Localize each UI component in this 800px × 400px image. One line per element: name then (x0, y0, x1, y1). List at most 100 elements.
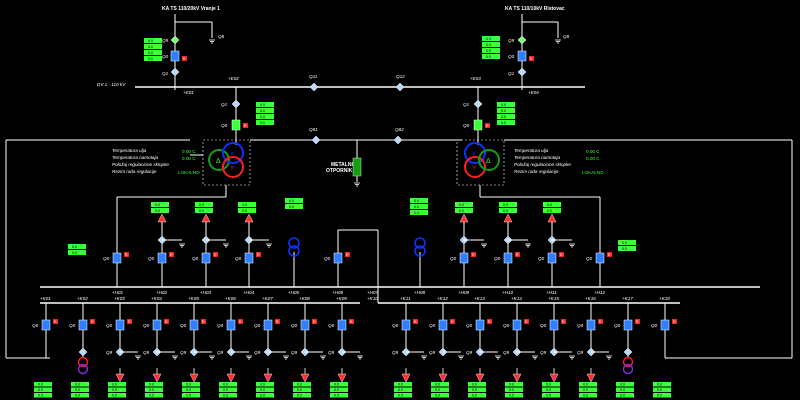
disconnector-q1[interactable] (231, 99, 241, 109)
breaker-icon[interactable] (41, 319, 51, 331)
breaker-icon[interactable] (78, 319, 88, 331)
bay-h08-vt[interactable]: +H08 0.0 0.0 0.0 (410, 198, 428, 295)
switch-label-q0: Q0 (217, 323, 224, 328)
switch-label-q0: Q0 (291, 323, 298, 328)
bay-h12[interactable]: Q0 0.0 0.0 +H12 (586, 240, 636, 295)
svg-text:+H12: +H12 (594, 290, 606, 295)
svg-text:Q0: Q0 (324, 256, 331, 261)
svg-text:+H06: +H06 (332, 290, 344, 295)
breaker-q0-tr-right[interactable] (473, 119, 483, 131)
breaker-icon[interactable] (226, 319, 236, 331)
bay-110kv-left[interactable]: Q8 Q9 Q0 Q1 0.0 0.0 0.0 0.0 (144, 14, 225, 90)
measurement-value: 0.0 (297, 388, 302, 392)
breaker-icon[interactable] (660, 319, 670, 331)
disconnector-q12[interactable] (395, 82, 405, 92)
breaker-icon[interactable] (586, 319, 596, 331)
breaker-icon[interactable] (337, 319, 347, 331)
breaker-icon[interactable] (244, 252, 254, 264)
switch-label-q0: Q0 (392, 323, 399, 328)
disconnector-icon[interactable] (78, 347, 88, 357)
svg-text:0.0: 0.0 (486, 49, 491, 53)
disconnector-q1[interactable] (517, 67, 527, 77)
current-transformer-icon (77, 356, 89, 368)
disconnector-q82[interactable] (393, 135, 403, 145)
breaker-icon[interactable] (189, 319, 199, 331)
bay-h06[interactable]: Q0 +H06 (324, 229, 379, 300)
measurement-value: 0.0 (38, 383, 43, 387)
breaker-icon[interactable] (201, 252, 211, 264)
disconnector-icon[interactable] (623, 347, 633, 357)
svg-text:+H11: +H11 (546, 290, 557, 295)
measurement-value: 0.0 (149, 394, 154, 398)
bay-h09[interactable]: Q0 0.0 0.0 +H09 (450, 202, 488, 295)
transformer-bay-right[interactable]: Q1 Q0 0.0 0.0 0.0 0.0 Y Y Δ (456, 87, 515, 186)
bay-h04[interactable]: Q0 0.0 0.0 0.0 0.0 +H04 (235, 198, 303, 295)
breaker-icon[interactable] (263, 319, 273, 331)
bay-110kv-right[interactable]: Q8 Q9 Q0 Q1 0.0 0.0 0.0 0.0 (482, 14, 570, 90)
earth-icon (265, 243, 273, 248)
relay-flag-icon (182, 56, 187, 61)
svg-text:Y: Y (230, 166, 234, 172)
switch-label-q0: Q0 (508, 54, 515, 59)
bay-h11[interactable]: Q0 0.0 0.0 +H11 (538, 202, 576, 295)
breaker-q0-right[interactable] (517, 50, 527, 62)
breaker-icon[interactable] (112, 252, 122, 264)
breaker-icon[interactable] (459, 252, 469, 264)
disconnector-q1[interactable] (170, 67, 180, 77)
breaker-icon[interactable] (549, 319, 559, 331)
bay-h01[interactable]: Q0 0.0 0.0 +H01 (68, 243, 129, 295)
disconnector-q81[interactable] (311, 135, 321, 145)
measurement-value: 0.0 (620, 394, 625, 398)
breaker-icon[interactable] (547, 252, 557, 264)
bay-h05-vt[interactable]: +H05 (288, 237, 300, 295)
neutral-grounding[interactable]: Q81 Q82 METALNI OTPORNIK (250, 127, 462, 187)
bay-h03[interactable]: Q0 0.0 0.0 +H03 (192, 202, 230, 295)
switch-label-q9: Q9 (392, 350, 399, 355)
breaker-icon[interactable] (152, 319, 162, 331)
disconnector-q9[interactable] (170, 35, 180, 45)
switch-label-q0: Q0 (69, 323, 76, 328)
breaker-icon[interactable] (401, 319, 411, 331)
measurement-group: 0.0 0.0 0.0 0.0 (497, 102, 515, 125)
breaker-icon[interactable] (595, 252, 605, 264)
measurement-box (431, 393, 449, 398)
breaker-icon[interactable] (623, 319, 633, 331)
disconnector-q9[interactable] (517, 35, 527, 45)
transformer-bay-left[interactable]: Q1 Q0 0.0 0.0 0.0 0.0 Δ Y Y (190, 87, 274, 186)
measurement-value: 0.0 (334, 383, 339, 387)
breaker-icon[interactable] (438, 319, 448, 331)
breaker-icon[interactable] (333, 252, 343, 264)
breaker-q0-tr-left[interactable] (231, 119, 241, 131)
svg-text:0.0: 0.0 (242, 203, 247, 207)
breaker-icon[interactable] (157, 252, 167, 264)
breaker-icon[interactable] (475, 319, 485, 331)
breaker-icon[interactable] (115, 319, 125, 331)
disconnector-q1[interactable] (473, 99, 483, 109)
breaker-icon[interactable] (512, 319, 522, 331)
bay-h02[interactable]: Q0 0.0 0.0 +H02 (148, 202, 186, 295)
bay-h10[interactable]: Q0 0.0 0.0 +H10 (494, 202, 532, 295)
disconnector-q11[interactable] (309, 82, 319, 92)
measurement-box (505, 382, 523, 387)
breaker-icon[interactable] (503, 252, 513, 264)
breaker-q0-left[interactable] (170, 50, 180, 62)
breaker-icon[interactable] (300, 319, 310, 331)
earth-icon (245, 355, 253, 360)
